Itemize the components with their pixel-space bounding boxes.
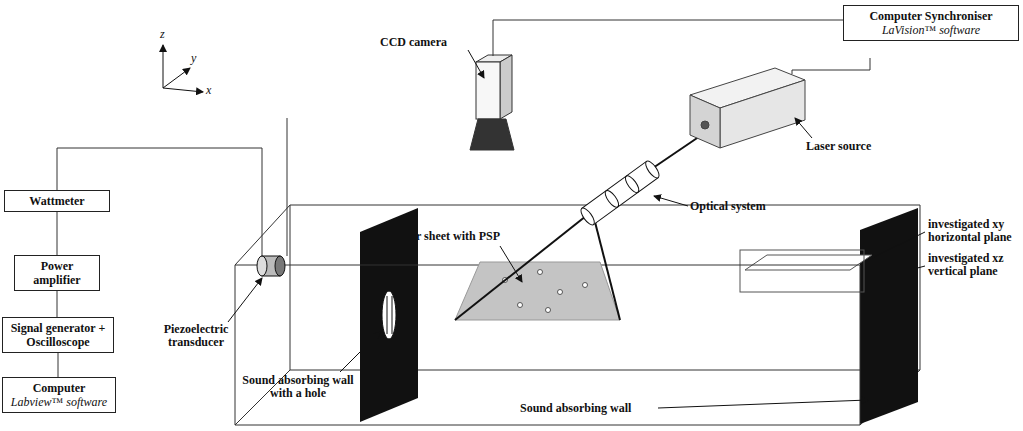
wattmeter-box: Wattmeter [4,190,110,212]
box-title: Computer Synchroniser [848,9,1014,23]
particles [503,270,588,313]
laser-sheet [455,262,620,320]
connector [58,353,59,377]
axes [163,45,203,92]
synchroniser-box: Computer SynchroniserLaVision™ software [843,5,1019,41]
tank [235,205,920,425]
axis-label: z [160,28,172,41]
axis-label: y [191,52,203,65]
part-label: Laser sheet with PSP [392,230,532,243]
box-title: Power amplifier [19,259,95,287]
wall-hole [382,291,396,339]
part-label: Sound absorbing wall [520,402,660,415]
xy-plane [745,255,872,270]
hole-line [392,296,393,334]
computer-box: ComputerLabview™ software [2,377,116,413]
box-title: Wattmeter [9,194,105,208]
plane-label: investigated xy horizontal plane [928,218,1021,244]
part-label: Optical system [690,200,800,213]
amplifier-box: Power amplifier [14,255,100,291]
box-title: Computer [7,381,111,395]
laser-source [690,68,805,148]
box-subtitle: LaVision™ software [848,23,1014,37]
axis-label: x [206,84,218,97]
connector [57,212,58,255]
part-label: CCD camera [380,36,470,49]
optical-system [579,159,662,227]
piezo-transducer [257,256,285,276]
box-subtitle: Labview™ software [7,395,111,409]
plane-label: investigated xz vertical plane [928,252,1021,278]
laser-beams [455,132,706,320]
connector [57,291,58,317]
part-label: Piezoelectric transducer [150,323,242,349]
generator-box: Signal generator + Oscilloscope [2,317,114,353]
part-label: Laser source [806,140,906,153]
leaders [228,50,925,408]
hole-line [387,296,388,334]
absorbing-wall [860,208,918,424]
ccd-camera [470,55,514,150]
wires [57,20,870,258]
xz-plane [740,250,864,292]
part-label: Sound absorbing wall with a hole [236,374,360,400]
box-title: Signal generator + Oscilloscope [7,321,109,349]
